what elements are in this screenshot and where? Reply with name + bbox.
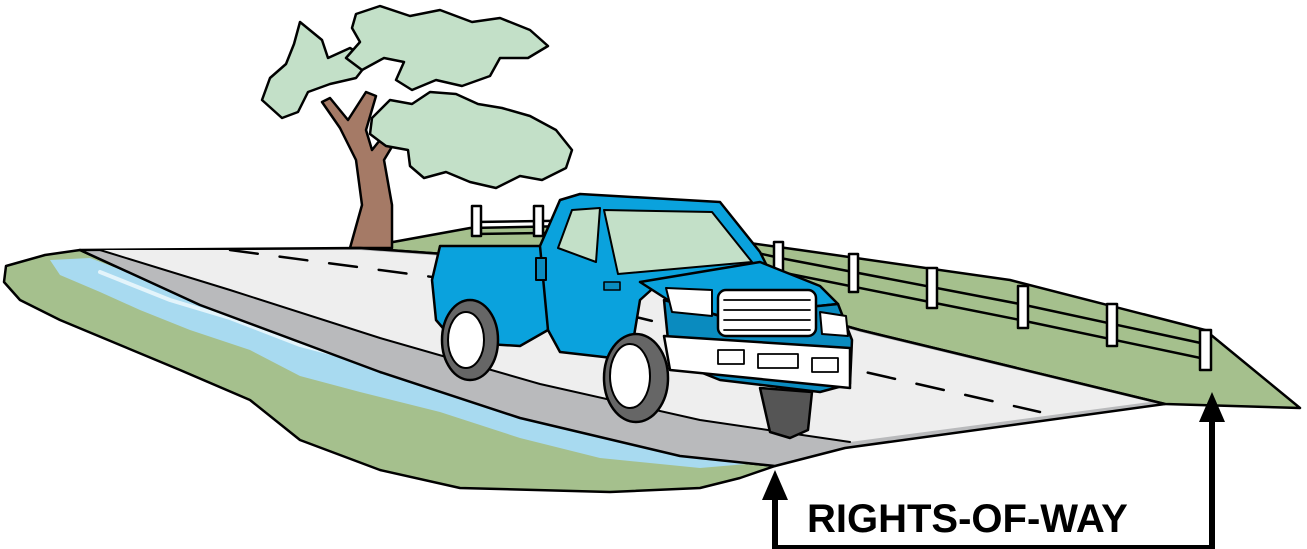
truck-fog-light	[757, 353, 799, 369]
truck-grille-bars	[723, 299, 811, 331]
truck-headlight	[819, 311, 849, 337]
pickup-truck-icon	[430, 192, 854, 440]
bracket-line	[772, 402, 1215, 549]
truck-bumper	[662, 334, 852, 390]
fence-post	[1016, 284, 1030, 330]
tree-icon	[260, 4, 574, 250]
truck-windshield	[603, 209, 753, 275]
road-center-line	[228, 248, 1042, 414]
truck-headlight	[665, 287, 713, 317]
truck-wheel-front-left	[602, 332, 670, 424]
arrow-up-right-icon	[1199, 392, 1225, 422]
tree-canopy-top	[344, 4, 550, 92]
truck-grille	[716, 288, 818, 338]
truck-side-window	[557, 207, 601, 263]
arrow-up-left-icon	[762, 470, 788, 500]
truck-door-handle	[603, 281, 621, 291]
fence-post	[470, 204, 483, 238]
truck-wheel-front-right	[758, 386, 814, 440]
fence-post	[532, 204, 545, 238]
tree-trunk	[320, 90, 410, 250]
fence-post	[925, 266, 939, 310]
truck-mirror	[535, 257, 547, 281]
fence-post	[1198, 328, 1213, 372]
truck-fog-light	[717, 349, 745, 365]
rights-of-way-label: RIGHTS-OF-WAY	[807, 497, 1128, 541]
rights-of-way-bracket	[762, 392, 1225, 549]
tree-canopy-bottom	[368, 90, 574, 190]
truck-wheel-rear	[440, 298, 500, 382]
fence-post	[847, 252, 860, 294]
fence-post	[1105, 302, 1119, 348]
tree-canopy-left	[260, 20, 372, 120]
truck-fog-light	[811, 357, 839, 373]
